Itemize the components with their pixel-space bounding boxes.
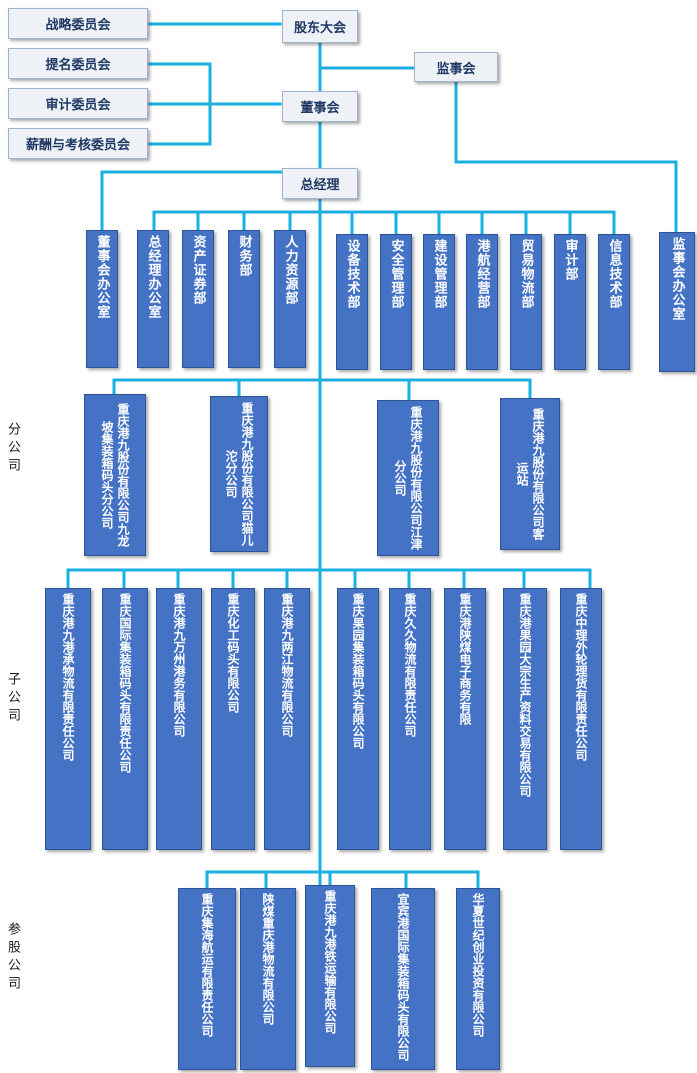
department-box: 设备技术部 [336, 234, 368, 370]
committee-audit: 审计委员会 [8, 88, 148, 119]
department-box: 港航经营部 [466, 234, 498, 370]
department-box: 安全管理部 [380, 234, 412, 370]
branch-box: 重庆港九股份有限公司九龙坡集装箱码头分公司 [84, 394, 146, 556]
subsidiary-box: 重庆港九万州港务有限公司 [156, 588, 202, 850]
committee-nomination: 提名委员会 [8, 48, 148, 79]
subsidiary-box: 重庆港九港承物流有限责任公司 [45, 588, 91, 850]
subsidiary-box: 重庆久久物流有限责任公司 [389, 588, 431, 850]
equity-company-box: 宜宾港国际集装箱码头有限公司 [371, 888, 435, 1070]
branch-box: 重庆港九股份有限公司客运站 [500, 398, 560, 550]
committee-strategy: 战略委员会 [8, 8, 148, 39]
department-box: 董事会办公室 [86, 230, 118, 368]
supervisory-board-box: 监事会 [414, 52, 498, 82]
section-label-equity: 参股公司 [5, 922, 20, 994]
department-box: 建设管理部 [423, 234, 455, 370]
equity-company-box: 重庆港九港铁运输有限公司 [305, 885, 355, 1067]
department-box: 审计部 [554, 234, 586, 370]
subsidiary-box: 重庆港九两江物流有限公司 [264, 588, 310, 850]
shareholders-meeting-box: 股东大会 [282, 10, 358, 43]
equity-company-box: 陕煤重庆港物流有限公司 [240, 888, 296, 1070]
equity-company-box: 重庆集海航运有限责任公司 [178, 888, 236, 1070]
supervisory-office-box: 监事会办公室 [659, 232, 695, 372]
equity-company-box: 华夏世纪创业投资有限公司 [456, 888, 500, 1070]
branch-box: 重庆港九股份有限公司江津分公司 [377, 400, 439, 556]
department-box: 贸易物流部 [510, 234, 542, 370]
committee-compensation: 薪酬与考核委员会 [8, 128, 148, 159]
subsidiary-box: 重庆化工码头有限公司 [211, 588, 255, 850]
department-box: 财务部 [228, 230, 260, 368]
subsidiary-box: 重庆国际集装箱码头有限责任公司 [102, 588, 148, 850]
general-manager-box: 总经理 [282, 168, 358, 199]
subsidiary-box: 重庆港陕煤电子商务有限 [444, 588, 486, 850]
board-of-directors-box: 董事会 [282, 91, 358, 122]
department-box: 总经理办公室 [137, 230, 169, 368]
department-box: 人力资源部 [274, 230, 306, 368]
department-box: 信息技术部 [598, 234, 630, 370]
department-box: 资产证券部 [182, 230, 214, 368]
section-label-branch: 分公司 [5, 422, 20, 476]
subsidiary-box: 重庆果园集装箱码头有限公司 [337, 588, 379, 850]
subsidiary-box: 重庆港果园大宗生产资料交易有限公司 [503, 588, 547, 850]
subsidiary-box: 重庆中理外轮理货有限责任公司 [560, 588, 602, 850]
section-label-subsidiary: 子公司 [5, 672, 20, 726]
branch-box: 重庆港九股份有限公司猫儿沱分公司 [210, 396, 268, 552]
